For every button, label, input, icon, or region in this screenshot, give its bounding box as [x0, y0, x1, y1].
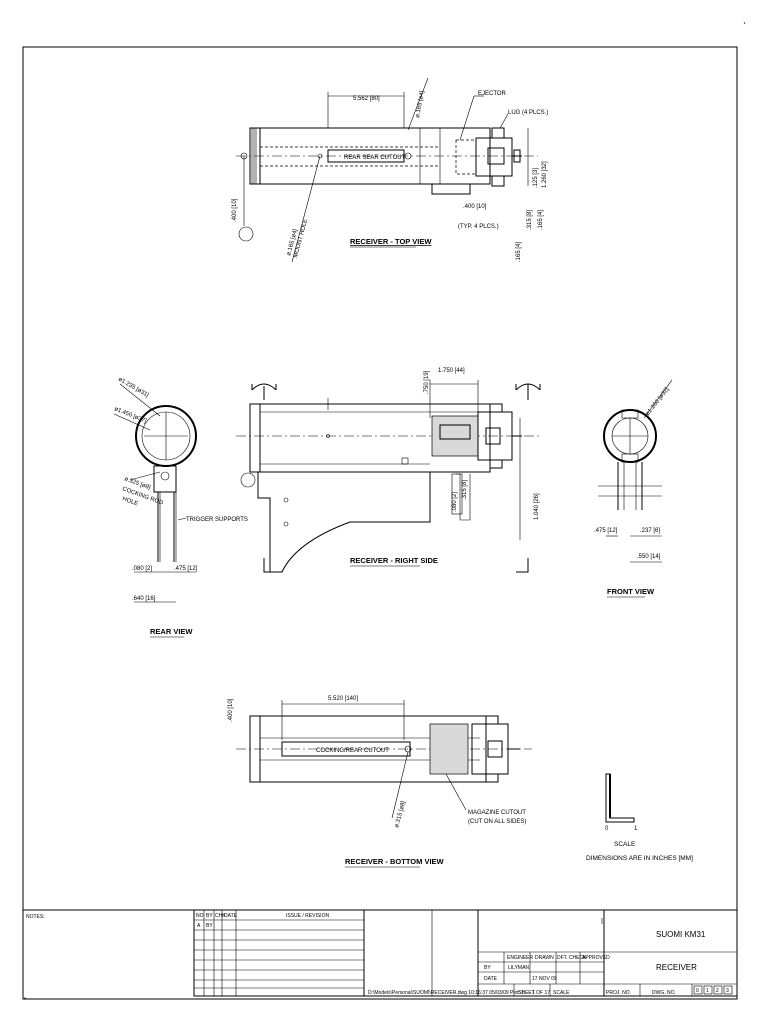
rear-hole-note2: HOLE	[121, 496, 138, 507]
front-dia: ø1.260 [ø32]	[645, 386, 671, 417]
rev-header-no: NO	[196, 913, 204, 919]
sig-drawn: DRAWN	[535, 955, 554, 961]
rear-dim-c: .640 [16]	[132, 596, 156, 602]
scale-tb-label: SCALE	[553, 990, 570, 996]
top-dim-small: .165 [4]	[516, 242, 522, 262]
bottom-dim-length: 5.520 [140]	[328, 696, 358, 702]
title-block: NOTES: NO BY CHK DATE ISSUE / REVISION A…	[23, 909, 738, 999]
by-label: BY	[484, 965, 491, 971]
rev-row-no: A	[197, 923, 201, 929]
date-label: DATE	[484, 976, 498, 982]
bottom-view-title: RECEIVER - BOTTOM VIEW	[345, 857, 445, 866]
bottom-mag2: (CUT ON ALL SIDES)	[468, 819, 526, 825]
sig-approved: APPROVED	[582, 955, 610, 961]
project-no-label: PROJ. NO.	[606, 990, 631, 996]
top-dim-tab-note: (TYP. 4 PLCS.)	[458, 224, 499, 230]
right-view-title: RECEIVER - RIGHT SIDE	[350, 556, 438, 565]
right-dim-top2: .750 [19]	[424, 370, 430, 394]
date-value: 17 NOV 09	[532, 976, 557, 982]
top-cutout-label: REAR SEAR CUTOUT	[344, 155, 406, 161]
scale-one: 1	[634, 826, 638, 832]
front-dim-a: .475 [12]	[594, 528, 618, 534]
rear-dia1: ø1.235 [ø31]	[117, 377, 150, 399]
file-path: D:\Models\Personal\SUOMI\RECEIVER.dwg 10…	[368, 990, 524, 996]
scale-zero: 0	[605, 826, 609, 832]
rev-header-by: BY	[206, 913, 213, 919]
rear-view-title: REAR VIEW	[150, 627, 193, 636]
notes-label: NOTES:	[26, 914, 45, 920]
rear-dim-a: .080 [2]	[132, 566, 152, 572]
rev-box-0: 0	[696, 988, 699, 994]
top-dim-width: 1.260 [32]	[542, 161, 548, 188]
bottom-dia: ø.315 [ø8]	[394, 800, 407, 828]
right-dim-height: 1.040 [26]	[534, 493, 540, 520]
part-name: RECEIVER	[656, 963, 697, 972]
bottom-view: 5.520 [140] .400 [10] COCKING/REAR CUTOU…	[228, 696, 532, 868]
ejector-label: EJECTOR	[478, 91, 507, 97]
front-dim-b: .237 [6]	[640, 528, 660, 534]
top-view: 5.562 [80] ø.165 [ø4] EJECTOR LUG (4 PLC…	[232, 77, 548, 263]
rev-box-1: 1	[706, 988, 709, 994]
right-dim-top: 1.750 [44]	[438, 368, 465, 374]
top-view-title: RECEIVER - TOP VIEW	[350, 237, 432, 246]
top-dim-length: 5.562 [80]	[353, 96, 380, 102]
rear-trigger: TRIGGER SUPPORTS	[186, 517, 248, 523]
right-side-view: 1.750 [44] .750 [19] 1.040 [26] .080 [2]…	[236, 368, 541, 573]
top-dim-tab: .400 [10]	[463, 204, 487, 210]
rev-box-3: 3	[726, 988, 729, 994]
top-dim-lug3: .165 [4]	[538, 210, 544, 230]
top-dim-lug2: .315 [8]	[527, 210, 533, 230]
bottom-mag1: MAGAZINE CUTOUT	[468, 810, 526, 816]
top-dim-dia: ø.165 [ø4]	[415, 90, 426, 118]
project-name: SUOMI KM31	[656, 930, 706, 939]
corner-tick	[743, 21, 746, 25]
scale-units: DIMENSIONS ARE IN INCHES [MM]	[586, 855, 693, 862]
rev-box-2: 2	[716, 988, 719, 994]
sig-dft-check: DFT. CHECK	[557, 955, 587, 961]
right-dim-b: .315 [8]	[462, 480, 468, 500]
sig-engineer: ENGINEER	[507, 955, 534, 961]
top-dim-left: .400 [10]	[232, 198, 238, 222]
lug-label: LUG (4 PLCS.)	[508, 110, 548, 116]
front-dim-c: .550 [14]	[637, 554, 661, 560]
scale-indicator: 0 1 SCALE DIMENSIONS ARE IN INCHES [MM]	[586, 773, 693, 862]
by-value: LILYMAN	[508, 965, 529, 971]
front-view: ø1.260 [ø32] .475 [12] .237 [6] .550 [14…	[594, 379, 673, 598]
dwg-no-label: DWG. NO.	[652, 990, 676, 996]
sheet-border	[22, 46, 738, 1000]
sheet-value: 1 OF 17	[532, 990, 550, 996]
rear-dim-b: .475 [12]	[174, 566, 198, 572]
right-dim-a: .080 [2]	[452, 492, 458, 512]
top-dim-lug1: .125 [3]	[533, 168, 539, 188]
rev-header-chk: CHK	[215, 913, 226, 919]
rear-dia2: ø1.450 [ø37]	[113, 406, 147, 424]
bottom-dim-left: .400 [10]	[228, 698, 234, 722]
rev-header-date: DATE	[224, 913, 238, 919]
scale-label: SCALE	[614, 841, 636, 848]
front-view-title: FRONT VIEW	[607, 587, 655, 596]
bottom-cutout: COCKING/REAR CUTOUT	[316, 748, 389, 754]
sheet-label: SHEET	[518, 990, 535, 996]
rev-header-issue: ISSUE / REVISION	[286, 913, 329, 919]
rear-view: ø1.235 [ø31] ø1.450 [ø37] ø.325 [ø8] COC…	[113, 377, 248, 638]
rev-row-by: BY	[206, 923, 213, 929]
